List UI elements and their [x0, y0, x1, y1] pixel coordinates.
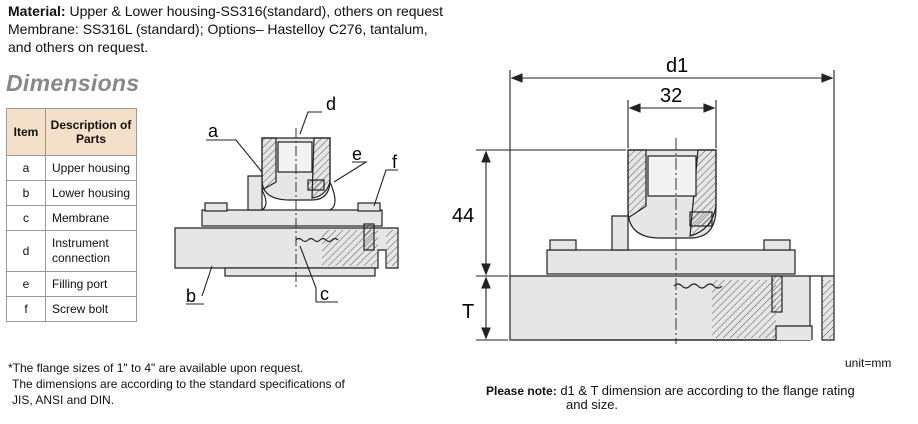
- note-text: d1 & T dimension are according to the fl…: [560, 383, 855, 398]
- left-label-a: a: [208, 121, 219, 141]
- footnote-line-1: *The flange sizes of 1" to 4" are availa…: [8, 361, 304, 375]
- flange-footnote: *The flange sizes of 1" to 4" are availa…: [8, 360, 345, 408]
- right-label-d1: d1: [666, 55, 688, 77]
- please-note: Please note: d1 & T dimension are accord…: [486, 384, 855, 412]
- left-filling-port: [307, 179, 325, 191]
- left-label-c: c: [320, 284, 329, 304]
- item-cell: c: [6, 205, 46, 231]
- left-membrane: [295, 237, 339, 243]
- left-connection-bore: [277, 141, 313, 173]
- unit-label: unit=mm: [845, 356, 892, 370]
- footnote-line-3: JIS, ANSI and DIN.: [12, 393, 115, 407]
- left-screw: [363, 223, 375, 251]
- right-label-32: 32: [660, 85, 682, 107]
- left-bolt-head-a: [204, 202, 228, 212]
- item-cell: f: [6, 296, 46, 322]
- left-upper-plate: [201, 209, 383, 227]
- parts-table-header: Item Description of Parts: [6, 108, 137, 156]
- material-line-3: and others on request.: [8, 39, 149, 55]
- right-label-44: 44: [452, 205, 474, 227]
- left-lower-step: [224, 267, 376, 277]
- desc-cell: Screw bolt: [45, 296, 137, 322]
- right-connection-bore: [647, 155, 697, 197]
- desc-cell: Upper housing: [45, 155, 137, 181]
- right-upper-plate: [546, 249, 796, 275]
- note-line-2: and size.: [566, 397, 619, 412]
- dimensions-heading: Dimensions: [6, 70, 140, 96]
- item-cell: d: [6, 230, 46, 272]
- left-bolt-head-b: [357, 202, 381, 212]
- note-line-1: Please note: d1 & T dimension are accord…: [486, 383, 855, 399]
- left-label-e: e: [352, 144, 362, 164]
- right-filling-port: [689, 211, 713, 227]
- right-screw: [771, 275, 783, 313]
- left-label-b: b: [186, 286, 196, 306]
- desc-cell: Filling port: [45, 271, 137, 297]
- left-label-d: d: [326, 94, 336, 114]
- right-dimension-lines: [476, 70, 835, 341]
- header-description: Description of Parts: [45, 108, 137, 156]
- left-label-f: f: [392, 152, 398, 172]
- material-label: Material:: [8, 3, 66, 19]
- material-line-2: Membrane: SS316L (standard); Options– Ha…: [8, 21, 428, 37]
- right-bolt-head-a: [549, 239, 577, 251]
- right-diaphragm-drawing: [509, 149, 835, 341]
- right-bolt-head-b: [763, 239, 791, 251]
- right-label-T: T: [462, 301, 474, 323]
- left-diaphragm-drawing: [174, 137, 399, 277]
- footnote-line-2: The dimensions are according to the stan…: [12, 377, 345, 391]
- material-line-1: Material: Upper & Lower housing-SS316(st…: [8, 2, 528, 20]
- desc-cell: Instrument connection: [45, 230, 137, 272]
- right-membrane: [673, 283, 723, 289]
- desc-cell: Lower housing: [45, 180, 137, 206]
- material-housing-text: Upper & Lower housing-SS316(standard), o…: [65, 3, 444, 19]
- note-label: Please note:: [486, 384, 557, 398]
- material-spec: Material: Upper & Lower housing-SS316(st…: [8, 2, 528, 56]
- left-leader-lines: [186, 111, 398, 305]
